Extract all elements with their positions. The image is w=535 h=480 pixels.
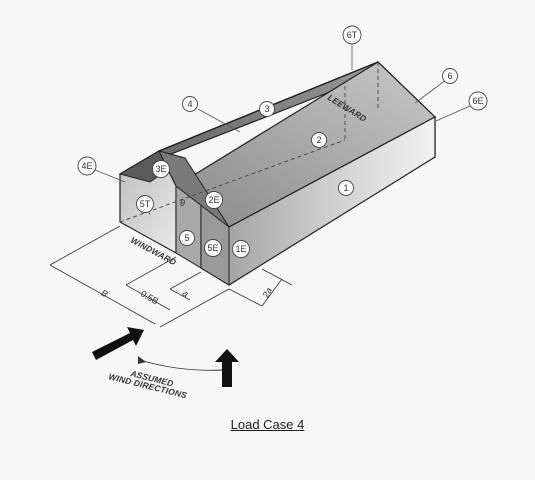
zone-4: 4 — [187, 99, 192, 109]
zone-1e: 1E — [235, 244, 246, 254]
zone-4e: 4E — [81, 161, 92, 171]
zone-3e: 3E — [155, 164, 166, 174]
arc-arrowhead-icon — [138, 356, 146, 364]
arrow-left-icon — [92, 327, 144, 360]
zone-5t: 5T — [140, 199, 151, 209]
wind-direction-arc — [139, 359, 223, 371]
dimension-lines — [49, 225, 293, 328]
zone-5e: 5E — [207, 243, 218, 253]
zone-labels — [77, 25, 488, 258]
zone-label-text: 3 2 1 4 4E 3E 5T 2E 5 5E 1E 6T 6 6E — [81, 30, 483, 254]
wind-arrows — [92, 327, 239, 387]
zone-2e: 2E — [208, 195, 219, 205]
zone-5: 5 — [184, 233, 189, 243]
zone-6: 6 — [447, 71, 452, 81]
hidden-edges — [119, 62, 379, 223]
zone-3: 3 — [264, 104, 269, 114]
dim-a: a — [181, 288, 190, 299]
theta-label: θ — [180, 198, 185, 208]
zone-6t: 6T — [347, 30, 358, 40]
dimension-labels: B 0.5B a 2a — [99, 286, 274, 307]
zone-6e: 6E — [472, 96, 483, 106]
dim-b: B — [99, 288, 109, 300]
zone-2: 2 — [316, 135, 321, 145]
dim-2a: 2a — [260, 286, 274, 300]
zone-1: 1 — [343, 183, 348, 193]
figure-caption[interactable]: Load Case 4 — [230, 417, 305, 432]
leader-lines — [94, 44, 471, 216]
arrow-up-icon — [215, 349, 239, 387]
dim-half-b: 0.5B — [139, 288, 160, 306]
